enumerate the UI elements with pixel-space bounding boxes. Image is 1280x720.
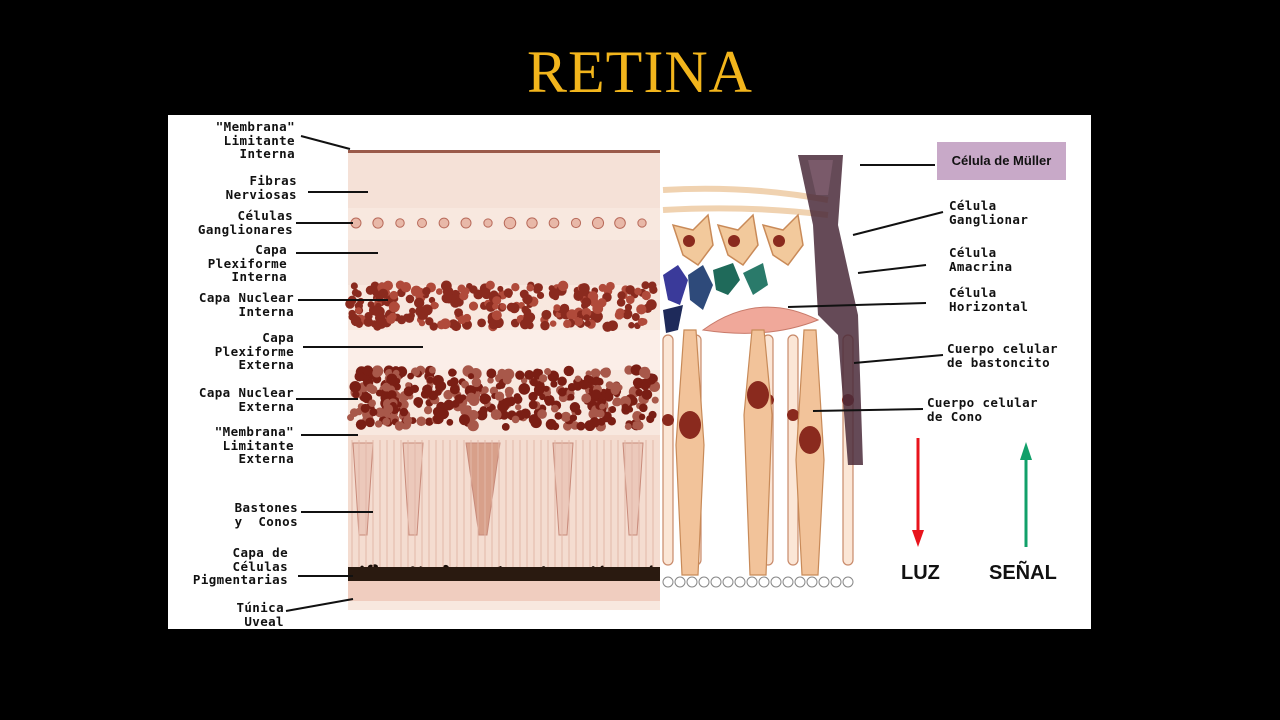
label-celulas-ganglionares: Células Ganglionares [197,208,293,237]
label-bastones-y-conos: Bastones y Conos [234,500,298,529]
label-capa-nuclear-externa: Capa Nuclear Externa [198,385,294,414]
leader-lines-left [285,135,423,612]
signal-arrow [1020,442,1032,547]
label-cuerpo-celular-cono: Cuerpo celular de Cono [927,395,1038,424]
label-senal: SEÑAL [989,562,1057,584]
slide-title: RETINA [527,39,753,105]
schematic-cones [675,329,825,576]
histology-cones [351,440,654,567]
label-cuerpo-celular-bastoncito: Cuerpo celular de bastoncito [947,341,1058,370]
label-luz: LUZ [901,562,940,584]
label-capa-plexiforme-interna: Capa Plexiforme Interna [207,242,287,284]
label-celula-muller: Célula de Müller [937,142,1066,180]
label-celula-amacrina: Célula Amacrina [949,245,1013,274]
pigment-layer [348,567,660,581]
schematic-neurons [660,150,860,600]
label-capa-plexiforme-externa: Capa Plexiforme Externa [214,330,294,372]
label-tunica-uveal: Túnica Uveal [236,600,284,629]
leader-lines-right [787,164,944,412]
retina-diagram: "Membrana" Limitante Interna Fibras Nerv… [168,115,1091,629]
label-fibras-nerviosas: Fibras Nerviosas [225,173,297,202]
retina-illustration [285,135,1032,612]
label-capa-celulas-pigmentarias: Capa de Células Pigmentarias [192,545,288,587]
pigment-cells [662,576,854,588]
label-capa-nuclear-interna: Capa Nuclear Interna [198,290,294,319]
label-celula-ganglionar: Célula Ganglionar [949,198,1029,227]
label-membrana-limitante-externa: "Membrana" Limitante Externa [214,424,294,466]
muller-cell [798,155,863,465]
label-membrana-limitante-interna: "Membrana" Limitante Interna [215,119,295,161]
label-celula-horizontal: Célula Horizontal [949,285,1029,314]
light-arrow [912,438,924,547]
